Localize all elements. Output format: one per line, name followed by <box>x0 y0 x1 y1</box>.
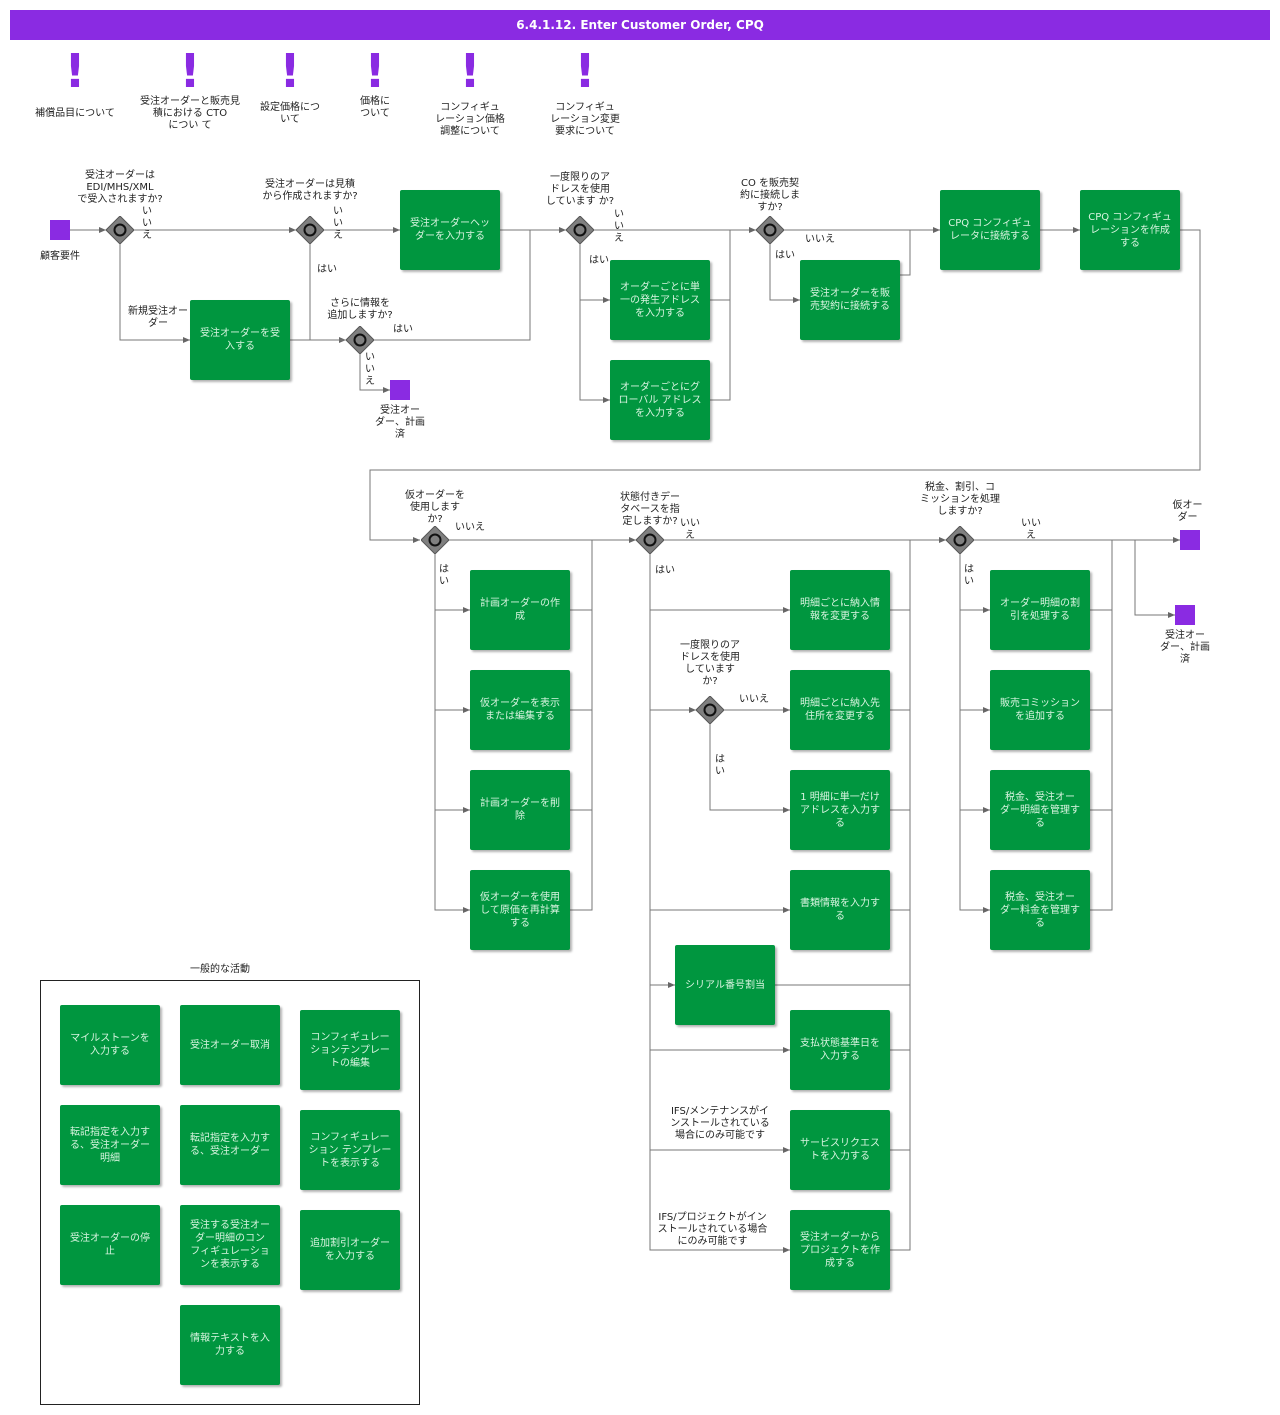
general-activities-title: 一般的な活動 <box>190 964 250 975</box>
flow-label-no: いいえ <box>1021 518 1041 541</box>
general-activity[interactable]: 情報テキストを入 力する <box>180 1305 280 1385</box>
note-icon: ! <box>64 44 86 98</box>
gateway-from-quote[interactable] <box>296 216 324 244</box>
gateway-edi[interactable] <box>106 216 134 244</box>
gateway-stateful-db-label: 状態付きデー タベースを指 定しますか? <box>620 492 680 527</box>
activity-serial-number[interactable]: シリアル番号割当 <box>675 945 775 1025</box>
flow-label-no: い い え <box>142 206 152 241</box>
activity-tax-order-line[interactable]: 税金、受注オー ダー明細を管理す る <box>990 770 1090 850</box>
flow-label-yes: は い <box>439 564 449 587</box>
general-activities-frame <box>40 980 420 1405</box>
flow-label-yes: は い <box>964 564 974 587</box>
general-activity[interactable]: 転記指定を入力す る、受注オーダー <box>180 1105 280 1185</box>
note-icon: ! <box>279 44 301 98</box>
gateway-sales-contract[interactable] <box>756 216 784 244</box>
gateway-provisional-order[interactable] <box>421 526 449 554</box>
note-label[interactable]: コンフィギュ レーション価格 調整について <box>435 102 505 137</box>
activity-payment-date[interactable]: 支払状態基準日を 入力する <box>790 1010 890 1090</box>
note-label[interactable]: 設定価格につ いて <box>260 102 320 125</box>
start-event[interactable] <box>50 220 70 240</box>
activity-create-cpq-config[interactable]: CPQ コンフィギュ レーションを作成 する <box>1080 190 1180 270</box>
general-activity[interactable]: 受注オーダーの停 止 <box>60 1205 160 1285</box>
gateway-edi-label: 受注オーダーは EDI/MHS/XML で受入されますか? <box>77 170 163 205</box>
general-activity[interactable]: 受注オーダー取消 <box>180 1005 280 1085</box>
note-icon: ! <box>574 44 596 98</box>
end-event-planned-2-label: 受注オー ダー、計画 済 <box>1160 630 1210 665</box>
gateway-tax-discount[interactable] <box>946 526 974 554</box>
note-label[interactable]: 受注オーダーと販売見 積における CTO につい て <box>140 96 240 131</box>
activity-create-project[interactable]: 受注オーダーから プロジェクトを作 成する <box>790 1210 890 1290</box>
flow-label-yes: はい <box>775 250 795 261</box>
note-icon: ! <box>364 44 386 98</box>
activity-connect-sales-contract[interactable]: 受注オーダーを販 売契約に接続する <box>800 260 900 340</box>
activity-create-planned-order[interactable]: 計画オーダーの作 成 <box>470 570 570 650</box>
flow-label-no: いいえ <box>805 234 835 245</box>
flow-label-no: い い え <box>365 352 375 387</box>
flow-label-yes: はい <box>655 565 675 576</box>
activity-service-request[interactable]: サービスリクエス トを入力する <box>790 1110 890 1190</box>
gateway-tax-discount-label: 税金、割引、コ ミッションを処理 しますか? <box>920 482 1000 517</box>
gateway-sales-contract-label: CO を販売契 約に接続しま すか? <box>740 178 800 213</box>
gateway-more-info-label: さらに情報を 追加しますか? <box>327 298 393 321</box>
flow-label-new-order: 新規受注オー ダー <box>128 306 188 329</box>
end-event-planned[interactable] <box>390 380 410 400</box>
activity-change-delivery-address[interactable]: 明細ごとに納入先 住所を変更する <box>790 670 890 750</box>
flow-label-no: い い え <box>333 206 343 241</box>
flow-label-ifs-maintenance: IFS/メンテナンスがイ ンストールされている 場合にのみ可能です <box>670 1106 770 1141</box>
activity-single-line-address[interactable]: 1 明細に単一だけ アドレスを入力す る <box>790 770 890 850</box>
activity-delete-planned-order[interactable]: 計画オーダーを削 除 <box>470 770 570 850</box>
end-event-planned-2[interactable] <box>1175 605 1195 625</box>
gateway-from-quote-label: 受注オーダーは見積 から作成されますか? <box>262 179 358 202</box>
activity-connect-cpq[interactable]: CPQ コンフィギュ レータに接続する <box>940 190 1040 270</box>
general-activity[interactable]: コンフィギュレー ション テンプレー トを表示する <box>300 1110 400 1190</box>
general-activity[interactable]: 転記指定を入力す る、受注オーダー 明細 <box>60 1105 160 1185</box>
activity-global-address[interactable]: オーダーごとにグ ローバル アドレス を入力する <box>610 360 710 440</box>
note-icon: ! <box>459 44 481 98</box>
activity-single-address[interactable]: オーダーごとに単 一の発生アドレス を入力する <box>610 260 710 340</box>
activity-enter-document-info[interactable]: 書類情報を入力す る <box>790 870 890 950</box>
flow-label-ifs-project: IFS/プロジェクトがイン ストールされている場合 にのみ可能です <box>657 1212 768 1247</box>
flow-label-yes: はい <box>589 255 609 266</box>
note-label[interactable]: コンフィギュ レーション変更 要求について <box>550 102 620 137</box>
page-title: 6.4.1.12. Enter Customer Order, CPQ <box>10 10 1270 40</box>
flow-label-no: いいえ <box>739 694 769 705</box>
activity-enter-order-header[interactable]: 受注オーダーヘッ ダーを入力する <box>400 190 500 270</box>
end-event-provisional[interactable] <box>1180 530 1200 550</box>
general-activity[interactable]: マイルストーンを 入力する <box>60 1005 160 1085</box>
activity-recalc-cost[interactable]: 仮オーダーを使用 して原価を再計算 する <box>470 870 570 950</box>
end-event-provisional-label: 仮オー ダー <box>1172 500 1203 523</box>
activity-accept-order[interactable]: 受注オーダーを受 入する <box>190 300 290 380</box>
activity-line-discount[interactable]: オーダー明細の割 引を処理する <box>990 570 1090 650</box>
general-activity[interactable]: コンフィギュレー ションテンプレー トの編集 <box>300 1010 400 1090</box>
flow-label-yes: は い <box>715 754 725 777</box>
flow-label-no: い い え <box>614 209 624 244</box>
gateway-one-time-address-line[interactable] <box>696 696 724 724</box>
note-label[interactable]: 価格に ついて <box>360 96 390 119</box>
flow-label-no: いいえ <box>680 518 700 541</box>
flow-label-yes: はい <box>317 264 337 275</box>
note-icon: ! <box>179 44 201 98</box>
flow-label-yes: はい <box>393 324 413 335</box>
end-event-planned-label: 受注オー ダー、計画 済 <box>375 405 425 440</box>
gateway-one-time-address-label: 一度限りのア ドレスを使用 しています か? <box>545 172 615 207</box>
start-event-label: 顧客要件 <box>40 251 80 262</box>
gateway-stateful-db[interactable] <box>636 526 664 554</box>
activity-view-edit-provisional[interactable]: 仮オーダーを表示 または編集する <box>470 670 570 750</box>
activity-sales-commission[interactable]: 販売コミッション を追加する <box>990 670 1090 750</box>
flow-label-no: いいえ <box>455 522 485 533</box>
gateway-one-time-address-line-label: 一度限りのア ドレスを使用 しています か? <box>680 640 740 687</box>
activity-tax-order-charge[interactable]: 税金、受注オー ダー料金を管理す る <box>990 870 1090 950</box>
gateway-one-time-address[interactable] <box>566 216 594 244</box>
general-activity[interactable]: 追加割引オーダー を入力する <box>300 1210 400 1290</box>
activity-change-delivery-info[interactable]: 明細ごとに納入情 報を変更する <box>790 570 890 650</box>
gateway-more-info[interactable] <box>346 326 374 354</box>
general-activity[interactable]: 受注する受注オー ダー明細のコン フィギュレーショ ンを表示する <box>180 1205 280 1285</box>
gateway-provisional-order-label: 仮オーダーを 使用します か? <box>405 490 465 525</box>
note-label[interactable]: 補償品目について <box>35 108 115 119</box>
